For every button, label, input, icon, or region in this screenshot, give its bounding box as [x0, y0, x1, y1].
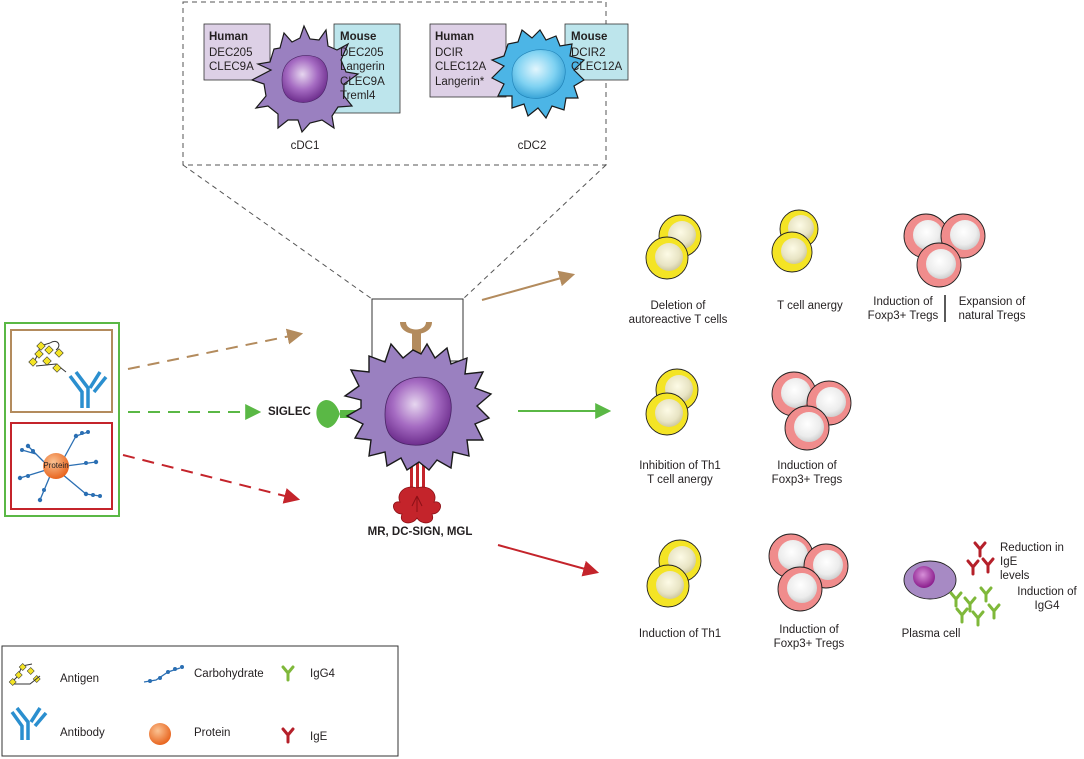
cdc1-human-title: Human: [209, 31, 248, 43]
red-dashed-arrow: [122, 454, 301, 504]
treg-cluster-row3: [768, 533, 849, 612]
cdc1-mouse-item: Treml4: [340, 90, 376, 102]
protein-inner-label: Protein: [43, 461, 69, 470]
legend-box: [1, 645, 399, 757]
input-protein-box: [10, 422, 113, 510]
outcome-induction-tregs-1: Induction of Foxp3+ Tregs: [867, 296, 939, 322]
cdc1-mouse-item: CLEC9A: [340, 75, 385, 88]
tan-output-arrow: [481, 270, 576, 301]
outcome-deletion: Deletion of autoreactive T cells: [628, 300, 728, 326]
tan-receptor: [400, 322, 432, 356]
tcell-pair-th1: [646, 539, 702, 608]
cdc2-mouse-item: DCIR2: [571, 46, 606, 59]
treg-cluster-row1: [903, 213, 986, 288]
cdc2-label: cDC2: [517, 140, 547, 152]
protein-carbohydrate-illustration: [17, 430, 102, 503]
treg-cluster-row2: [771, 371, 852, 451]
cdc1-mouse-list: Mouse DEC205 Langerin CLEC9A Treml4: [340, 30, 385, 104]
legend-antigen-icon: [8, 663, 41, 686]
cdc1-mouse-title: Mouse: [340, 31, 377, 43]
outcome-inhibition: Inhibition of Th1 T cell anergy: [639, 460, 721, 486]
outcome-expansion: Expansion of natural Tregs: [958, 296, 1026, 322]
red-output-arrow: [497, 544, 600, 577]
cdc1-label: cDC1: [290, 140, 320, 152]
outcome-plasma: Plasma cell: [901, 628, 961, 640]
tcell-pair-inhibition: [645, 368, 699, 436]
cdc2-human-item: CLEC12A: [435, 61, 487, 73]
tcell-pair-deletion: [645, 214, 702, 280]
cdc2-cell: [490, 28, 586, 120]
legend-carbohydrate-label: Carbohydrate: [194, 668, 264, 680]
cdc1-cell: [250, 24, 360, 134]
cdc1-mouse-item: DEC205: [340, 46, 384, 59]
inset-box: [182, 1, 607, 166]
outcome-th1: Induction of Th1: [638, 628, 722, 640]
inset-connector-left: [182, 164, 373, 300]
input-antigen-box: [10, 329, 113, 413]
lectins-label: MR, DC-SIGN, MGL: [367, 526, 473, 538]
cdc1-human-box: [203, 23, 271, 81]
cdc2-human-item: DCIR: [435, 46, 464, 59]
legend-protein-label: Protein: [194, 727, 231, 739]
outcome-ige: Reduction in IgE levels: [1000, 542, 1064, 582]
outcome-induction-tregs-2: Induction of Foxp3+ Tregs: [771, 460, 843, 486]
cdc2-human-title: Human: [435, 31, 474, 43]
antigen-antibody-illustration: [28, 340, 108, 408]
plasma-cell: [903, 560, 957, 600]
cdc2-human-item: Langerin*: [435, 75, 485, 88]
cdc2-mouse-list: Mouse DCIR2 CLEC12A: [571, 30, 622, 75]
lectin-receptor: [393, 462, 441, 524]
legend-ige-icon: [281, 727, 295, 744]
cdc1-human-item: DEC205: [209, 46, 253, 59]
siglec-label: SIGLEC: [268, 406, 311, 418]
legend-antibody-icon: [10, 706, 48, 740]
legend-igg4-label: IgG4: [310, 668, 335, 680]
legend-antigen-label: Antigen: [60, 673, 100, 685]
cdc2-mouse-item: CLEC12A: [571, 61, 623, 73]
central-dc-cell: [343, 342, 493, 472]
tcell-pair-anergy: [771, 209, 819, 273]
outcome-anergy: T cell anergy: [777, 300, 843, 312]
tan-dashed-arrow: [127, 328, 304, 370]
cdc2-mouse-title: Mouse: [571, 31, 608, 43]
legend-protein-icon: [149, 723, 171, 745]
cdc1-human-list: Human DEC205 CLEC9A: [209, 30, 254, 75]
cdc1-human-item: CLEC9A: [209, 61, 254, 73]
legend-carbohydrate-icon: [143, 665, 184, 683]
outcome-igg4: Induction of IgG4: [1017, 586, 1077, 612]
cdc2-human-list: Human DCIR CLEC12A Langerin*: [435, 30, 486, 89]
legend-igg4-icon: [281, 665, 295, 682]
cdc1-mouse-item: Langerin: [340, 61, 385, 73]
input-outer-box: [4, 322, 120, 517]
igg4-antibodies: [949, 586, 1001, 627]
legend-antibody-label: Antibody: [60, 727, 105, 739]
inset-connector-right: [462, 164, 607, 300]
ige-antibodies: [966, 541, 995, 576]
outcome-induction-tregs-3: Induction of Foxp3+ Tregs: [773, 624, 845, 650]
legend-ige-label: IgE: [310, 731, 328, 743]
